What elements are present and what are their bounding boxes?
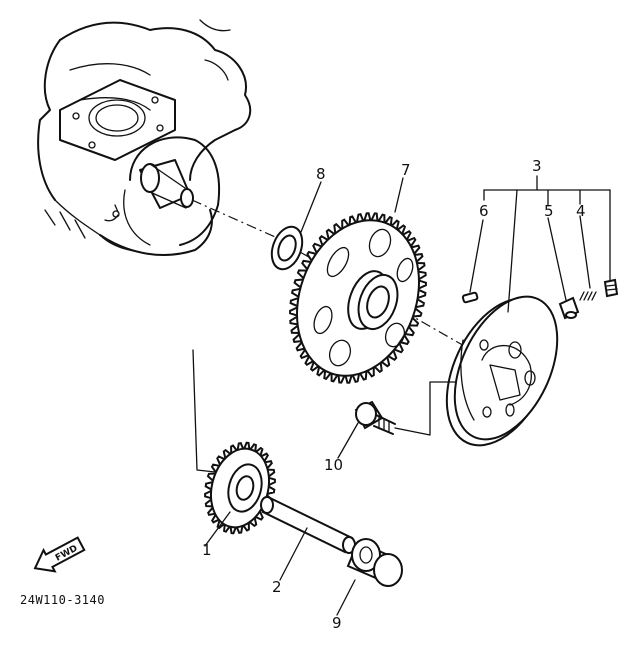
collar bbox=[346, 538, 403, 587]
callout-7: 7 bbox=[401, 161, 411, 179]
callout-8: 8 bbox=[316, 165, 326, 183]
callout-10: 10 bbox=[324, 456, 343, 474]
starter-clutch-assembly bbox=[445, 295, 559, 447]
callout-6: 6 bbox=[479, 202, 489, 220]
callout-9: 9 bbox=[332, 614, 342, 632]
engine-case-illustration bbox=[37, 19, 252, 256]
callout-2: 2 bbox=[272, 578, 282, 596]
idler-shaft bbox=[260, 496, 356, 554]
callout-3: 3 bbox=[532, 157, 542, 175]
callout-5: 5 bbox=[544, 202, 554, 220]
clutch-plunger-5 bbox=[558, 296, 580, 320]
clutch-roller-6 bbox=[461, 291, 479, 304]
bolt bbox=[354, 400, 396, 435]
gear-teeth bbox=[289, 212, 427, 384]
part-code: 24W110-3140 bbox=[20, 593, 105, 607]
washer bbox=[270, 225, 304, 271]
callout-1: 1 bbox=[202, 541, 212, 559]
callout-4: 4 bbox=[576, 202, 586, 220]
idler-gear bbox=[204, 441, 276, 535]
starter-wheel-gear bbox=[289, 212, 427, 384]
callout-leaders bbox=[204, 175, 611, 616]
forward-arrow-icon: FWD bbox=[33, 536, 86, 573]
clutch-spring-4 bbox=[579, 278, 619, 301]
